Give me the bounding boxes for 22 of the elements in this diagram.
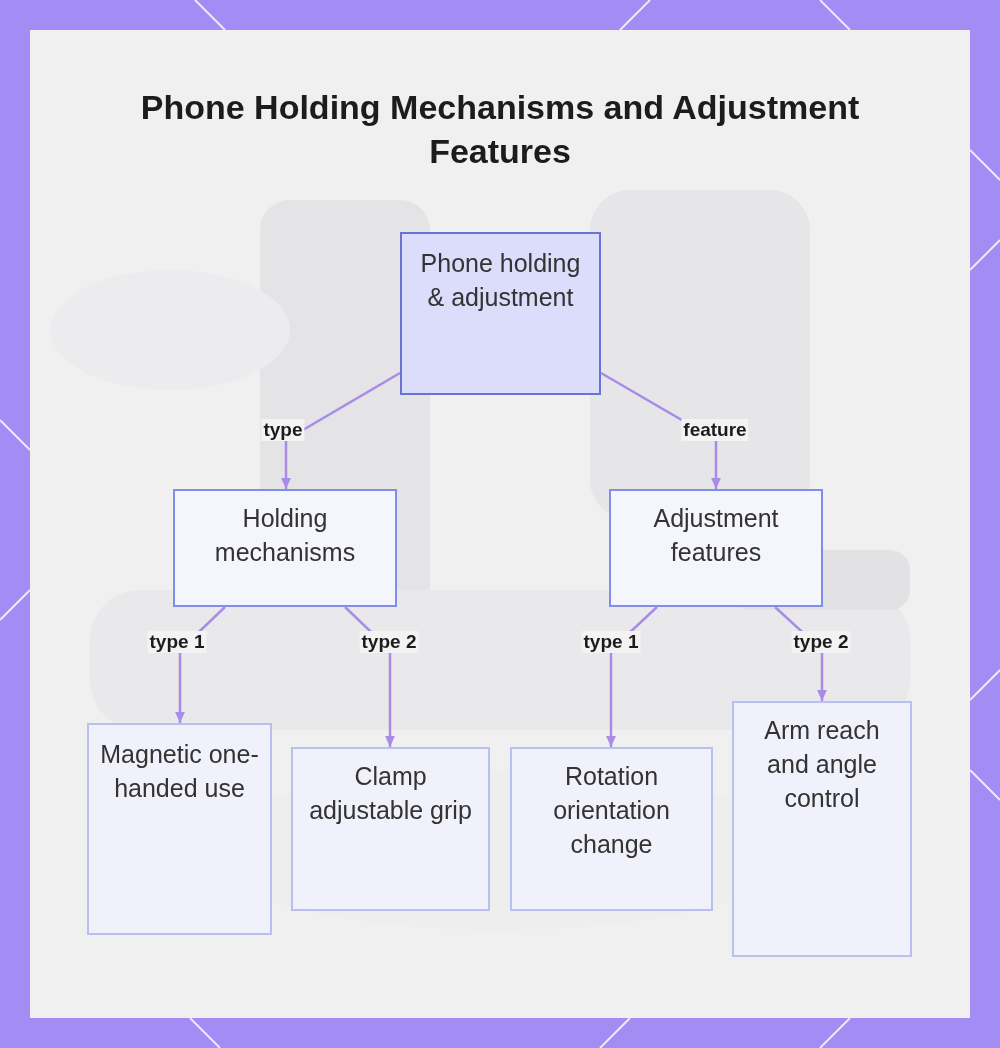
- edge-label: feature: [681, 419, 749, 441]
- node-box: [291, 747, 490, 911]
- edge-label: type 2: [791, 631, 851, 653]
- edge-label: type: [261, 419, 305, 441]
- node-label: Rotation orientation change: [552, 761, 671, 860]
- node-label: Magnetic one-handed use: [99, 739, 260, 804]
- node-label: Phone holding & adjustment: [419, 248, 582, 313]
- node-box: [87, 723, 272, 935]
- edge-label: type 1: [147, 631, 207, 653]
- node-label: Arm reach and angle control: [763, 715, 881, 814]
- node-label: Holding mechanisms: [213, 503, 357, 568]
- node-box: [609, 489, 823, 607]
- edge-label: type 2: [359, 631, 419, 653]
- node-box: [173, 489, 397, 607]
- arrow: [281, 371, 401, 489]
- node-box: [510, 747, 713, 911]
- edge-label: type 1: [581, 631, 641, 653]
- node-label: Adjustment features: [652, 503, 780, 568]
- node-box: [400, 232, 601, 395]
- node-box: [732, 701, 912, 957]
- node-label: Clamp adjustable grip: [308, 761, 473, 826]
- title: Phone Holding Mechanisms and Adjustment Features: [139, 87, 861, 172]
